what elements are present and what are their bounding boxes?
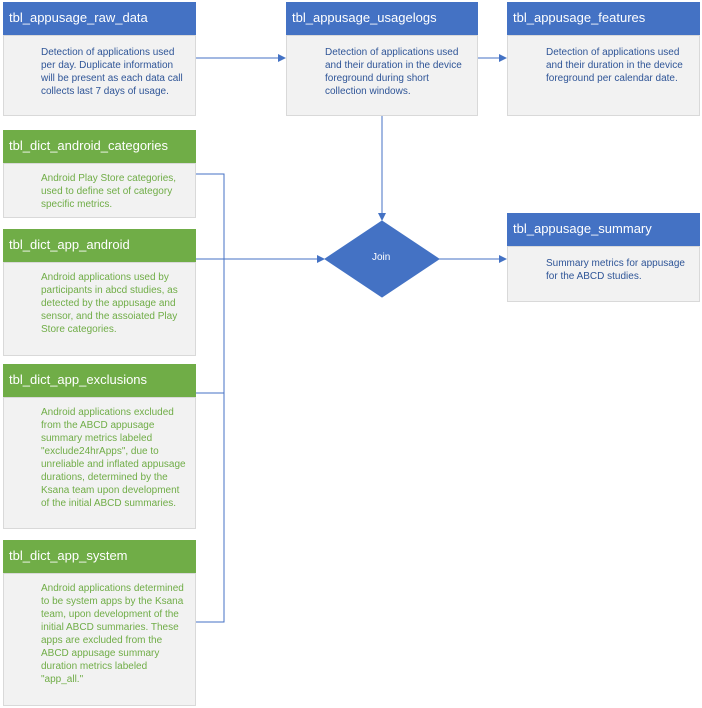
table-raw-data-description: Detection of applications used per day. … — [3, 35, 196, 116]
table-app-exclusions[interactable]: tbl_dict_app_exclusions Android applicat… — [3, 364, 196, 529]
connector-app-system — [196, 393, 225, 623]
connector-android-categories — [196, 173, 225, 259]
table-summary-title: tbl_appusage_summary — [507, 213, 700, 246]
table-app-android[interactable]: tbl_dict_app_android Android application… — [3, 229, 196, 356]
table-usagelogs[interactable]: tbl_appusage_usagelogs Detection of appl… — [286, 2, 478, 116]
table-app-exclusions-title: tbl_dict_app_exclusions — [3, 364, 196, 397]
join-label: Join — [372, 252, 391, 263]
table-app-system[interactable]: tbl_dict_app_system Android applications… — [3, 540, 196, 706]
table-usagelogs-description: Detection of applications used and their… — [286, 35, 478, 116]
table-summary-description: Summary metrics for appusage for the ABC… — [507, 246, 700, 302]
connector-app-exclusions — [196, 259, 225, 394]
table-android-categories-title: tbl_dict_android_categories — [3, 130, 196, 163]
table-android-categories[interactable]: tbl_dict_android_categories Android Play… — [3, 130, 196, 218]
table-summary[interactable]: tbl_appusage_summary Summary metrics for… — [507, 213, 700, 302]
table-usagelogs-title: tbl_appusage_usagelogs — [286, 2, 478, 35]
table-app-system-description: Android applications determined to be sy… — [3, 573, 196, 706]
table-raw-data[interactable]: tbl_appusage_raw_data Detection of appli… — [3, 2, 196, 116]
table-features[interactable]: tbl_appusage_features Detection of appli… — [507, 2, 700, 116]
table-app-system-title: tbl_dict_app_system — [3, 540, 196, 573]
table-app-android-description: Android applications used by participant… — [3, 262, 196, 356]
table-android-categories-description: Android Play Store categories, used to d… — [3, 163, 196, 218]
table-features-description: Detection of applications used and their… — [507, 35, 700, 116]
join-diamond — [324, 220, 440, 298]
table-features-title: tbl_appusage_features — [507, 2, 700, 35]
table-app-exclusions-description: Android applications excluded from the A… — [3, 397, 196, 529]
table-app-android-title: tbl_dict_app_android — [3, 229, 196, 262]
table-raw-data-title: tbl_appusage_raw_data — [3, 2, 196, 35]
